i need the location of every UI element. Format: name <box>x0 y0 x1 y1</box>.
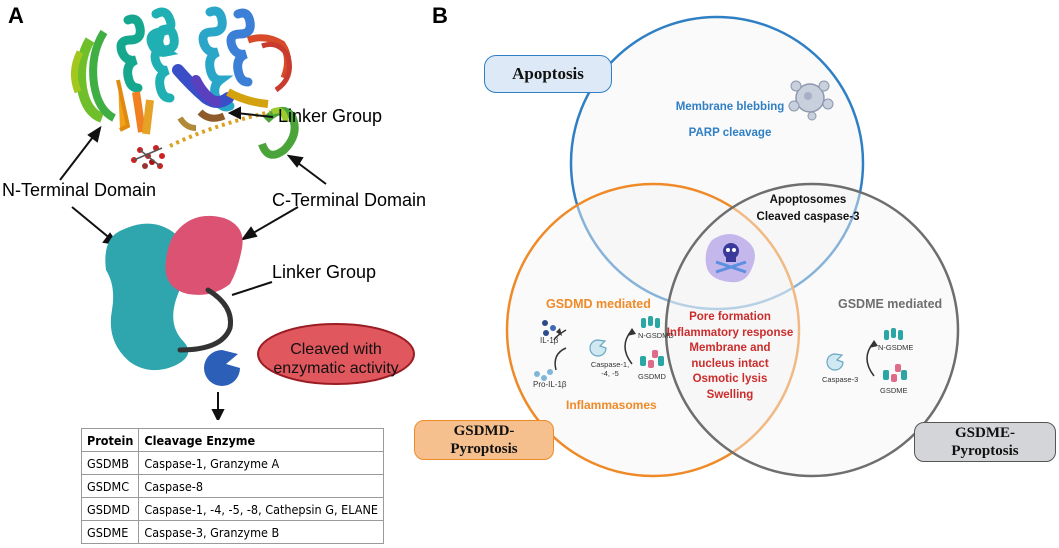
gsdme-label: GSDME <box>880 386 908 395</box>
table-cell: GSDMC <box>80 474 140 498</box>
alpha-helices <box>116 6 255 112</box>
gsdmd-caspase-label: Caspase-1, -4, -5 <box>590 360 630 378</box>
table-row: GSDME Caspase-3, Granzyme B <box>80 520 384 544</box>
gsdmd-label: GSDMD <box>638 372 666 381</box>
linker-curve <box>177 287 234 353</box>
feature-parp-cleavage: PARP cleavage <box>688 127 772 139</box>
table-cell: Caspase-1, Granzyme A <box>138 451 384 475</box>
table-cell: Caspase-1, -4, -5, -8, Cathepsin G, ELAN… <box>138 497 384 521</box>
overlap-cleaved-caspase-3: Cleaved caspase-3 <box>756 211 860 223</box>
protein-structure-illustration <box>59 6 415 420</box>
table-cell: Caspase-8 <box>138 474 384 498</box>
ligand-cluster <box>131 145 165 169</box>
feature-membrane-and: Membrane and <box>689 342 771 354</box>
gsdme-cycle-icons <box>826 328 907 382</box>
gsdmd-caspase-line-2: -4, -5 <box>601 369 619 378</box>
c-terminal-domain-shape <box>165 215 243 295</box>
gsdme-mediated-title: GSDME mediated <box>838 297 943 311</box>
inflammasomes-label: Inflammasomes <box>566 398 657 412</box>
cleavage-table: Protein Cleavage Enzyme GSDMB Caspase-1,… <box>80 428 384 544</box>
apoptosis-gsdme-overlap: Apoptosomes Cleaved caspase-3 <box>748 192 868 226</box>
gsdmd-box-line-2: Pyroptosis <box>450 441 518 457</box>
table-cell: GSDME <box>80 520 140 544</box>
apoptosis-circle <box>569 15 865 311</box>
c-terminal-domain-label: C-Terminal Domain <box>272 190 427 210</box>
gsdme-pyroptosis-box: GSDME- Pyroptosis <box>914 422 1056 462</box>
cleaved-label-line-1: Cleaved with <box>290 341 382 358</box>
pyroptosis-shared-features: Pore formation Inflammatory response Mem… <box>665 310 795 403</box>
table-row: GSDMD Caspase-1, -4, -5, -8, Cathepsin G… <box>80 497 384 521</box>
n-gsdmd-label: N-GSDMD <box>638 331 674 340</box>
dead-cell-skull-icon <box>705 234 755 283</box>
feature-membrane-blebbing: Membrane blebbing <box>675 101 785 113</box>
apoptosis-features: Membrane blebbing PARP cleavage <box>670 94 790 146</box>
cleaved-label: Cleaved with enzymatic activity <box>262 340 410 378</box>
feature-osmotic-lysis: Osmotic lysis <box>692 373 768 385</box>
table-cell: GSDMD <box>80 497 140 521</box>
il1b-label: IL-1β <box>540 336 559 345</box>
feature-pore-formation: Pore formation <box>689 311 771 323</box>
enzyme-pacman <box>204 350 240 386</box>
pro-il1b-label: Pro-IL-1β <box>533 380 567 389</box>
gsdmd-mediated-title: GSDMD mediated <box>546 297 651 311</box>
feature-inflammatory-response: Inflammatory response <box>666 326 794 339</box>
linker-group-bottom-label: Linker Group <box>272 262 377 282</box>
cleaved-ellipse <box>257 323 415 385</box>
gsdmd-caspase-line-1: Caspase-1, <box>590 360 630 369</box>
table-row: GSDMC Caspase-8 <box>80 474 384 498</box>
gsdme-box-line-1: GSDME- <box>955 425 1015 441</box>
apoptosis-box: Apoptosis <box>484 55 612 93</box>
gsdme-caspase-label: Caspase-3 <box>822 375 859 384</box>
gsdmd-box-line-1: GSDMD- <box>453 423 515 439</box>
blebbing-cell-icon <box>788 80 834 121</box>
n-gsdme-label: N-GSDME <box>878 343 914 352</box>
overlap-apoptosomes: Apoptosomes <box>769 194 847 206</box>
gsdme-box-line-2: Pyroptosis <box>951 443 1019 459</box>
panel-b-label: B <box>432 3 448 28</box>
cleaved-label-line-2: enzymatic activity <box>273 360 399 377</box>
linker-group-top-label: Linker Group <box>278 106 383 126</box>
table-cell: Caspase-3, Granzyme B <box>138 520 384 544</box>
panel-a-label: A <box>8 3 24 28</box>
table-header-protein: Protein <box>80 428 140 452</box>
feature-nucleus-intact: nucleus intact <box>691 357 769 370</box>
gsdmd-cycle-icons <box>534 316 664 381</box>
beta-sheets <box>71 29 299 159</box>
callout-arrows <box>59 106 327 420</box>
gsdmd-pyroptosis-box: GSDMD- Pyroptosis <box>414 420 554 460</box>
feature-swelling: Swelling <box>706 388 754 401</box>
n-terminal-domain-label: N-Terminal Domain <box>2 180 157 200</box>
table-row: GSDMB Caspase-1, Granzyme A <box>80 451 384 475</box>
apoptosis-box-label: Apoptosis <box>512 64 584 83</box>
